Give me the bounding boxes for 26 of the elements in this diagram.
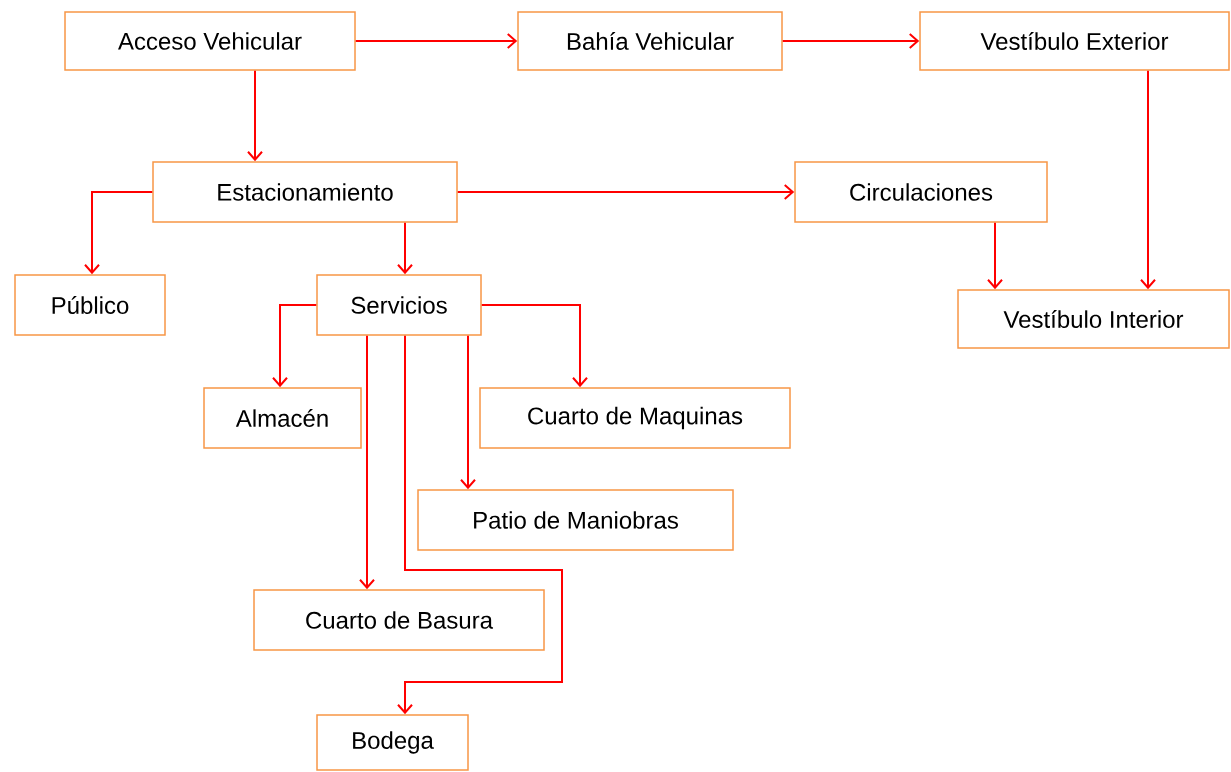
process-box: Vestíbulo Interior: [957, 289, 1230, 349]
arrow: [987, 221, 1003, 290]
process-box: Cuarto de Basura: [253, 589, 545, 651]
arrow: [272, 304, 318, 388]
process-box: Bahía Vehicular: [517, 11, 783, 71]
arrow: [397, 334, 563, 715]
arrow: [1140, 69, 1156, 290]
process-box: Patio de Maniobras: [417, 489, 734, 551]
process-box: Almacén: [203, 387, 362, 449]
arrow: [359, 334, 375, 590]
arrow: [84, 191, 154, 275]
arrow: [247, 69, 263, 162]
process-box: Cuarto de Maquinas: [479, 387, 791, 449]
arrow: [480, 304, 588, 388]
arrow: [397, 221, 413, 275]
process-box: Vestíbulo Exterior: [919, 11, 1230, 71]
process-box: Público: [14, 274, 166, 336]
process-box: Servicios: [316, 274, 482, 336]
arrow: [781, 33, 920, 49]
process-box: Bodega: [316, 714, 469, 771]
arrow: [354, 33, 518, 49]
process-box: Circulaciones: [794, 161, 1048, 223]
arrow: [456, 184, 795, 200]
arrow: [460, 334, 476, 490]
process-box: Acceso Vehicular: [64, 11, 356, 71]
process-box: Estacionamiento: [152, 161, 458, 223]
